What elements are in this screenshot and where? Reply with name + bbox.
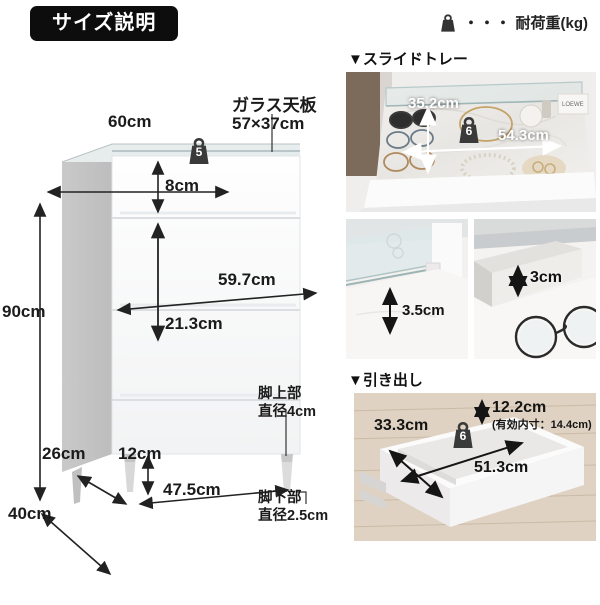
glass-top-label-line2: 57×37cm <box>232 114 305 133</box>
leg-lower-label-line2: 直径2.5cm <box>258 508 329 524</box>
drawer-inner-height-note: (有効内寸：14.4cm) <box>492 419 592 431</box>
dim-leg-span: 47.5cm <box>163 480 221 499</box>
legend-label: 耐荷重(kg) <box>515 15 589 32</box>
dim-leg-height: 12cm <box>118 444 162 463</box>
dim-drawer-height: 21.3cm <box>165 314 223 333</box>
drawer-inner-width: 51.3cm <box>474 459 529 476</box>
load-badge-top-value: 5 <box>195 145 203 159</box>
glass-clearance-photo: 3.5cm <box>346 219 468 359</box>
load-badge-drawer-value: 6 <box>459 429 467 443</box>
load-badge-top: 5 <box>186 137 212 165</box>
chest-drawing-svg <box>33 114 318 576</box>
chest-illustration: ガラス天板 57×37cm 60cm 8cm 59.7cm 21.3cm 90c… <box>0 52 344 600</box>
leg-upper-label-line1: 脚上部 <box>258 386 302 402</box>
load-badge-tray-value: 6 <box>465 124 473 138</box>
slide-tray-depth: 35.2cm <box>408 95 459 112</box>
slide-tray-photo: LOEWE 35.2cm 54.3cm 6 <box>346 72 596 212</box>
leg-lower-label-line1: 脚下部 <box>258 490 302 506</box>
load-badge-tray: 6 <box>456 116 482 144</box>
glass-clearance-height: 3.5cm <box>402 302 445 319</box>
load-capacity-legend: ・・・ 耐荷重(kg) <box>438 12 588 33</box>
drawer-inner-depth: 33.3cm <box>374 417 429 434</box>
svg-text:LOEWE: LOEWE <box>562 102 584 108</box>
dim-depth-diagonal: 26cm <box>42 444 86 463</box>
tray-edge-photo: 3cm <box>474 219 596 359</box>
glass-clearance-image <box>346 219 468 359</box>
slide-tray-title: ▼スライドトレー <box>348 51 468 68</box>
drawer-inner-height: 12.2cm <box>492 399 547 416</box>
dim-drawer-front-width: 59.7cm <box>218 270 276 289</box>
tray-edge-image <box>474 219 596 359</box>
dim-depth: 40cm <box>8 504 52 523</box>
glass-top-label-line1: ガラス天板 <box>232 96 317 115</box>
legend-dots: ・・・ <box>463 15 512 32</box>
tray-edge-height: 3cm <box>530 269 563 286</box>
photo-panel: ▼スライドトレー <box>346 52 600 600</box>
dim-width-top: 60cm <box>108 112 152 131</box>
slide-tray-width: 54.3cm <box>498 127 549 144</box>
leg-upper-label-line2: 直径4cm <box>258 404 317 420</box>
dim-drawer-top-height: 8cm <box>165 176 200 195</box>
main-dimension-panel: ガラス天板 57×37cm 60cm 8cm 59.7cm 21.3cm 90c… <box>0 52 344 600</box>
load-badge-drawer: 6 <box>450 421 476 449</box>
drawer-title: ▼引き出し <box>348 372 423 389</box>
dim-total-height: 90cm <box>2 302 46 321</box>
drawer-photo: 33.3cm 12.2cm (有効内寸：14.4cm) 51.3cm 6 <box>346 393 596 541</box>
weight-icon <box>438 13 458 33</box>
detail-photo-row: 3.5cm <box>346 219 600 359</box>
page-title: サイズ説明 <box>30 6 179 41</box>
drawer-image <box>346 393 596 541</box>
